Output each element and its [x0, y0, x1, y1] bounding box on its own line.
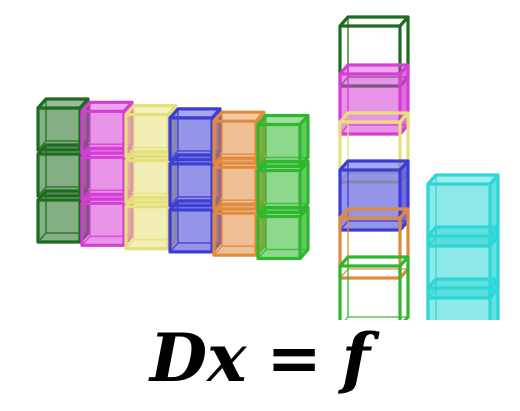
- matrix-vector-diagram: [36, 15, 500, 320]
- vector-x: [338, 15, 410, 320]
- equation-Dx-equals-f: Dx=f: [0, 318, 520, 398]
- equation-equals-sign: =: [266, 319, 322, 397]
- vector-f: [426, 173, 500, 320]
- matrix-cell: [256, 205, 310, 261]
- vector-x-cell-green: [338, 255, 410, 320]
- vector-x-cell-magenta: [338, 63, 410, 136]
- matrix-D: [36, 97, 310, 261]
- vector-x-cell-blue: [338, 159, 410, 232]
- matrix-cell: [168, 107, 222, 162]
- matrix-cell: [256, 159, 310, 215]
- matrix-cell: [256, 113, 310, 169]
- vector-f-cell: [426, 277, 500, 320]
- matrix-column-green: [256, 113, 310, 261]
- equation-rhs: f: [341, 319, 371, 397]
- equation-lhs: Dx: [149, 319, 247, 397]
- vector-x-cell-orange: [338, 207, 410, 280]
